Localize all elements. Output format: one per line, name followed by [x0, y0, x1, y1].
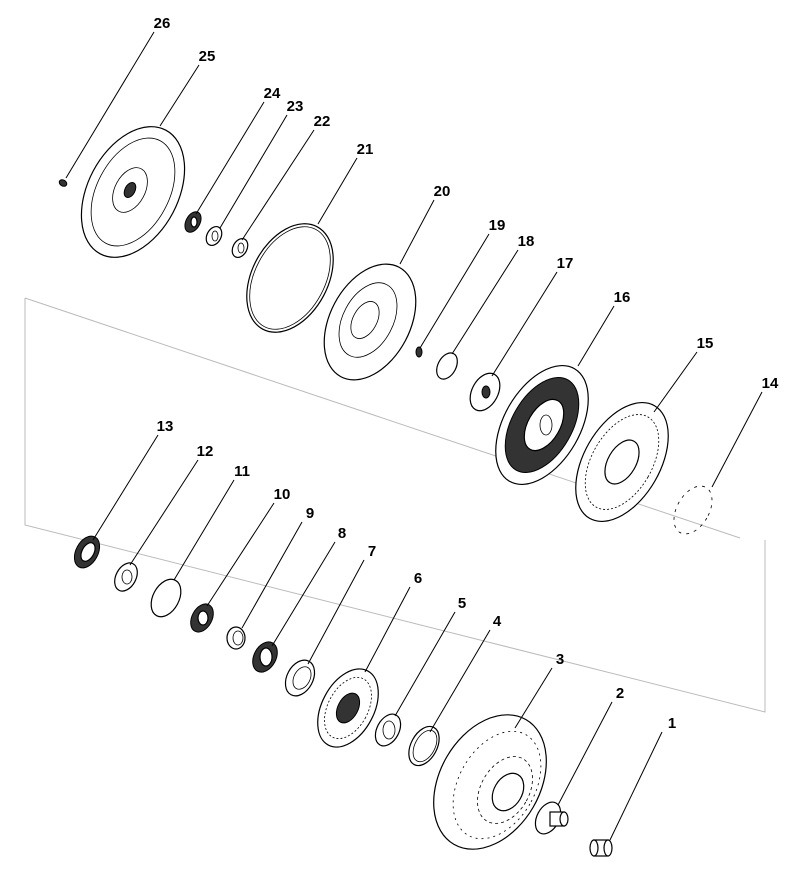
callout-17: 17: [557, 255, 574, 272]
callout-11: 11: [234, 463, 250, 480]
callout-9: 9: [306, 505, 314, 522]
part-11-snap-ring: [150, 578, 182, 618]
callout-12: 12: [197, 443, 214, 460]
callout-16: 16: [614, 289, 631, 306]
group-frame: [24, 297, 766, 713]
callout-14: 14: [762, 375, 779, 392]
part-1-bushing: [589, 839, 613, 857]
part-17-hub: [469, 372, 501, 412]
callout-3: 3: [556, 651, 564, 668]
part-10-hub: [190, 603, 214, 633]
callout-2: 2: [616, 685, 624, 702]
part-25-cover: [80, 126, 186, 258]
callout-4: 4: [493, 613, 502, 630]
part-8-bearing: [252, 641, 278, 673]
callout-19: 19: [489, 217, 506, 234]
part-12-washer: [114, 562, 138, 592]
part-20-piston: [323, 263, 417, 381]
part-19-oring: [415, 346, 423, 358]
callout-23: 23: [287, 98, 304, 115]
callout-1: 1: [668, 715, 676, 732]
callout-13: 13: [157, 418, 174, 435]
callout-6: 6: [414, 570, 422, 587]
part-14-bolts: [673, 485, 713, 535]
leader-lines: [65, 31, 763, 841]
part-26-bolt: [58, 179, 68, 187]
callout-15: 15: [697, 335, 714, 352]
callout-26: 26: [154, 15, 171, 32]
part-9-bushing: [226, 626, 246, 650]
part-18-ring: [436, 352, 458, 380]
callout-8: 8: [338, 525, 346, 542]
part-23-washer: [205, 225, 223, 247]
callout-25: 25: [199, 48, 216, 65]
callout-18: 18: [518, 233, 535, 250]
part-5-washer: [374, 713, 402, 747]
part-16-turbine: [495, 364, 589, 486]
part-3-impeller: [433, 714, 547, 850]
callout-5: 5: [458, 595, 466, 612]
callout-21: 21: [357, 141, 374, 158]
part-13-seal: [73, 535, 101, 569]
callout-20: 20: [434, 183, 451, 200]
part-22-washer: [231, 237, 249, 259]
callout-labels: 1 2 3 4 5 6 7 8 9 10 11 12 13 14 15 16 1…: [154, 15, 779, 732]
part-24-bearing: [184, 211, 202, 233]
callout-24: 24: [264, 85, 281, 102]
part-21-seal-ring: [246, 223, 334, 333]
part-7-washer: [284, 659, 316, 697]
callout-7: 7: [368, 543, 376, 560]
callout-10: 10: [274, 486, 291, 503]
part-2-hub: [534, 801, 569, 835]
part-15-stator-plate: [575, 401, 669, 523]
part-4-ring: [408, 725, 440, 767]
part-6-stator: [317, 668, 379, 748]
callout-22: 22: [314, 113, 331, 130]
